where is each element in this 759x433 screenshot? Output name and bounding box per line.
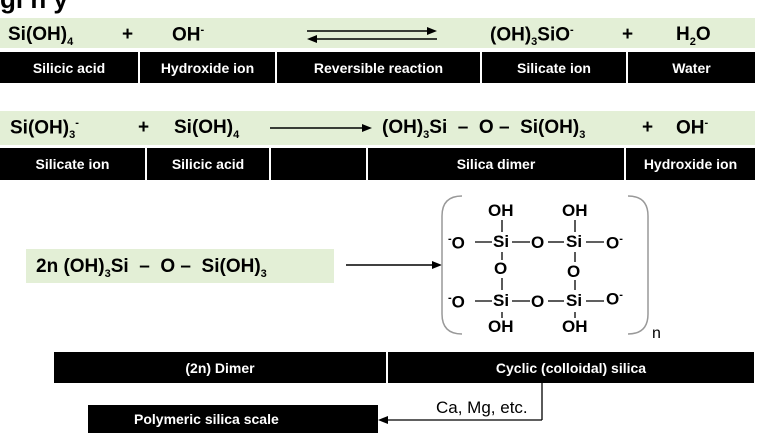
label-silica-dimer: Silica dimer xyxy=(456,156,536,172)
scale-arrow-icon xyxy=(378,382,543,424)
cyclic-silica-bracket xyxy=(441,195,649,335)
equation-2-label-bar: Silicate ion Silicic acid Silica dimer H… xyxy=(0,148,755,180)
reversible-arrow-icon xyxy=(307,27,437,43)
oh-top-right: OH xyxy=(562,201,588,220)
eq1-plus-1: + xyxy=(122,24,134,45)
eq1-silicic-acid: Si(OH)4 xyxy=(8,24,74,48)
label-silicate-ion-2: Silicate ion xyxy=(35,156,110,172)
eq1-silicate-ion: (OH)3SiO- xyxy=(490,24,574,49)
polymerization-arrow-icon xyxy=(346,261,442,269)
bottom-label-bar: (2n) Dimer Cyclic (colloidal) silica xyxy=(54,352,754,383)
label-silicic-acid-2: Silicic acid xyxy=(171,156,245,172)
eq2-hydroxide: OH- xyxy=(676,117,709,139)
equation-2-band xyxy=(0,111,755,145)
eq2-plus-2: + xyxy=(642,117,654,138)
title-fragment: gi n y xyxy=(0,0,68,15)
si-bottom-right: Si xyxy=(566,291,583,310)
label-cyclic-silica: Cyclic (colloidal) silica xyxy=(495,359,647,376)
o-bridge-right: O xyxy=(567,262,581,281)
label-water: Water xyxy=(672,59,711,76)
forward-arrow-icon xyxy=(270,124,372,132)
label-hydroxide-ion-2: Hydroxide ion xyxy=(643,156,738,172)
o-minus-right-2: O- xyxy=(606,289,623,309)
polymeric-scale-box: Polymeric silica scale xyxy=(88,405,378,433)
equation-1-label-bar: Silicic acid Hydroxide ion Reversible re… xyxy=(0,52,755,83)
label-reversible-reaction: Reversible reaction xyxy=(313,59,444,76)
eq1-plus-2: + xyxy=(622,24,634,45)
eq2-silicic-acid: Si(OH)4 xyxy=(174,117,240,141)
eq1-water: H2O xyxy=(676,24,711,48)
eq2-silica-dimer: (OH)3Si – O – Si(OH)3 xyxy=(382,117,586,141)
equation-1-band xyxy=(0,18,755,48)
label-hydroxide-ion: Hydroxide ion xyxy=(160,59,255,76)
o-minus-left-2: -O xyxy=(448,292,465,312)
label-polymeric-silica-scale: Polymeric silica scale xyxy=(134,411,279,427)
si-top-right: Si xyxy=(566,232,583,251)
label-silicic-acid: Silicic acid xyxy=(32,59,106,76)
catalyst-label: Ca, Mg, etc. xyxy=(436,398,528,417)
o-minus-right-1: O- xyxy=(606,233,623,253)
si-bottom-left: Si xyxy=(493,291,510,310)
eq2-plus-1: + xyxy=(138,117,150,138)
label-empty xyxy=(271,148,366,180)
eq1-hydroxide: OH- xyxy=(172,24,205,46)
label-silicate-ion: Silicate ion xyxy=(517,59,591,76)
si-top-left: Si xyxy=(493,232,510,251)
o-bridge-bottom: O xyxy=(531,292,545,311)
repeat-subscript-n: n xyxy=(652,325,661,342)
cyclic-silica-bonds xyxy=(475,220,604,318)
eq3-dimer-reactant: 2n (OH)3Si – O – Si(OH)3 xyxy=(36,256,267,280)
o-bridge-top: O xyxy=(531,233,545,252)
oh-bottom-right: OH xyxy=(562,317,588,336)
oh-bottom-left: OH xyxy=(488,317,514,336)
o-bridge-left: O xyxy=(494,259,508,278)
label-2n-dimer: (2n) Dimer xyxy=(185,359,255,376)
oh-top-left: OH xyxy=(488,201,514,220)
eq2-silicate-ion: Si(OH)3- xyxy=(10,117,79,142)
o-minus-left-1: -O xyxy=(448,233,465,253)
equation-3-band xyxy=(26,249,334,283)
